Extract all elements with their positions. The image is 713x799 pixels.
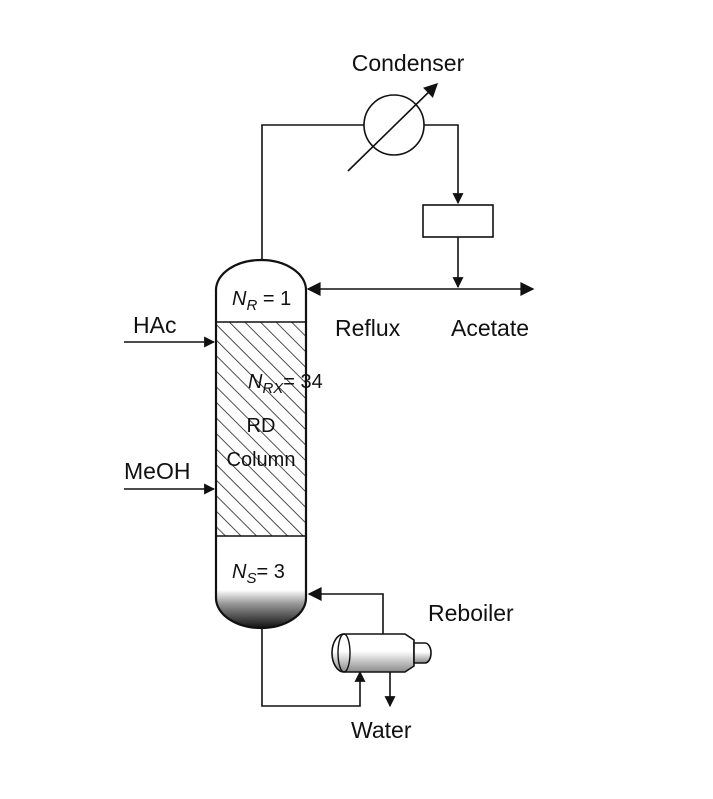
rd-label: RD — [247, 415, 276, 437]
condenser-label: Condenser — [352, 50, 465, 76]
reflux-drum — [422, 204, 494, 238]
meoh-feed-label: MeOH — [124, 458, 190, 484]
reboiler-vapor-return — [307, 587, 384, 634]
bottom-stage-label: NS= 3 — [232, 561, 285, 587]
reactive-section — [217, 322, 305, 536]
condensate-line — [424, 124, 464, 205]
bottoms-line — [261, 628, 366, 707]
water-label: Water — [351, 717, 412, 743]
reboiler-label: Reboiler — [428, 600, 514, 626]
top-stage-label: NR = 1 — [232, 288, 291, 314]
reactive-stage-label: NRX= 34 — [248, 371, 323, 397]
reactive-label-group: NRX= 34 RD Column — [227, 371, 323, 471]
reboiler-symbol — [331, 633, 432, 673]
column-label: Column — [227, 449, 296, 471]
overhead-vapor-line — [261, 124, 364, 260]
condenser-adjust-arrow — [347, 83, 439, 172]
acetate-label: Acetate — [451, 315, 529, 341]
hac-feed-label: HAc — [133, 312, 176, 338]
reflux-label: Reflux — [335, 315, 401, 341]
column-vessel — [214, 258, 308, 630]
